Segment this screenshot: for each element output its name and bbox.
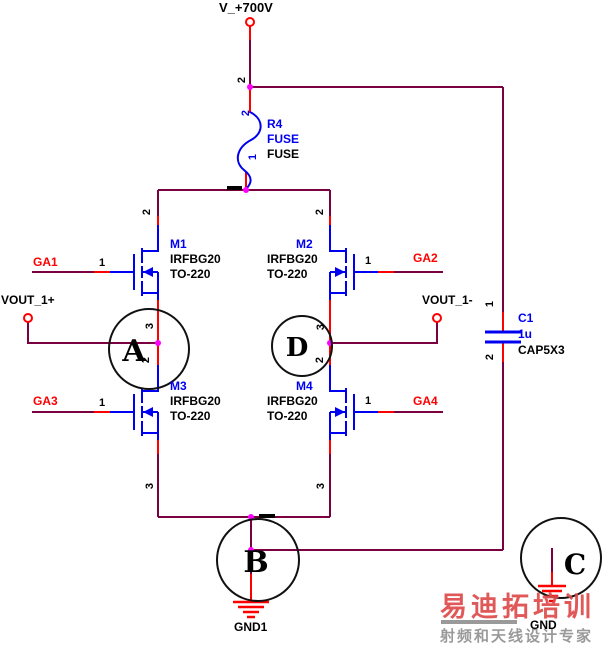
- pin-end-dash: [259, 514, 275, 518]
- pin-number-m3-source: 3: [144, 482, 156, 490]
- watermark-underline: [441, 620, 517, 624]
- mosfet-m3-symbol: [109, 364, 159, 441]
- m4-package: TO-220: [267, 409, 308, 423]
- pin-number-m3-gate: 1: [98, 397, 106, 409]
- pin-number-m4-gate: 1: [364, 395, 372, 407]
- net-label-vout-minus: VOUT_1-: [422, 293, 473, 307]
- power-net-label: V_+700V: [219, 0, 273, 15]
- marker-letter-c: C: [563, 548, 587, 581]
- pin-number-fuse-2: 2: [240, 109, 252, 117]
- vout-plus-terminal: [23, 313, 33, 323]
- m4-ref: M4: [296, 379, 313, 393]
- pin-number-m4-drain: 2: [314, 356, 326, 364]
- pin-number-m1-source: 3: [144, 322, 156, 330]
- fuse-symbol: [236, 111, 262, 190]
- marker-circle-b: [216, 518, 300, 602]
- marker-circle-a: [108, 308, 190, 390]
- pin-end-dash: [227, 186, 242, 190]
- pin-number-m1-gate: 1: [98, 257, 106, 269]
- m2-package: TO-220: [267, 267, 308, 281]
- fuse-footprint: FUSE: [267, 147, 300, 161]
- marker-letter-a: A: [122, 334, 146, 369]
- marker-letter-d: D: [285, 333, 309, 363]
- pin-number-m2-drain: 2: [314, 208, 326, 216]
- capacitor-symbol: [485, 330, 521, 344]
- junction-dots: [155, 84, 333, 553]
- net-label-vout-plus: VOUT_1+: [1, 293, 55, 307]
- pin-number-m2-gate: 1: [364, 255, 372, 267]
- fuse-ref: R4: [267, 117, 283, 131]
- pin-number-m1-drain: 2: [141, 208, 153, 216]
- m2-ref: M2: [296, 237, 313, 251]
- c1-ref: C1: [518, 311, 534, 325]
- m1-ref: M1: [170, 237, 187, 251]
- marker-circle-c: [520, 517, 602, 599]
- watermark-logo: 易迪拓培训: [440, 592, 595, 622]
- pin-leads: [94, 26, 553, 602]
- m4-part: IRFBG20: [267, 394, 318, 408]
- m3-part: IRFBG20: [170, 394, 221, 408]
- m1-part: IRFBG20: [170, 252, 221, 266]
- pin-number-c1-2: 2: [484, 353, 496, 361]
- watermark-tagline: 射频和天线设计专家: [440, 628, 594, 645]
- pin-number-power-2: 2: [236, 76, 248, 84]
- marker-letter-b: B: [243, 545, 269, 580]
- marker-circle-d: [271, 315, 333, 377]
- power-terminal: [245, 17, 255, 27]
- net-label-ga1: GA1: [33, 255, 58, 269]
- m2-part: IRFBG20: [267, 252, 318, 266]
- pin-number-fuse-1: 1: [247, 153, 259, 161]
- net-label-ga3: GA3: [33, 394, 58, 408]
- pin-number-c1-1: 1: [484, 300, 496, 308]
- m3-ref: M3: [170, 379, 187, 393]
- m3-package: TO-220: [170, 409, 211, 423]
- pin-number-m2-source: 3: [315, 323, 327, 331]
- vout-minus-terminal: [432, 313, 442, 323]
- fuse-value: FUSE: [267, 132, 300, 146]
- m1-package: TO-220: [170, 267, 211, 281]
- net-label-ga2: GA2: [413, 251, 438, 265]
- c1-value: 1u: [518, 327, 533, 341]
- net-label-ga4: GA4: [413, 394, 438, 408]
- ground-symbol-gnd1: [233, 600, 269, 619]
- wires: [27, 26, 553, 602]
- ground-label-gnd1: GND1: [234, 620, 268, 634]
- ground-label-gnd: GND: [530, 618, 557, 632]
- c1-footprint: CAP5X3: [518, 343, 565, 357]
- pin-number-m4-source: 3: [315, 482, 327, 490]
- mosfet-m1-symbol: [109, 224, 159, 301]
